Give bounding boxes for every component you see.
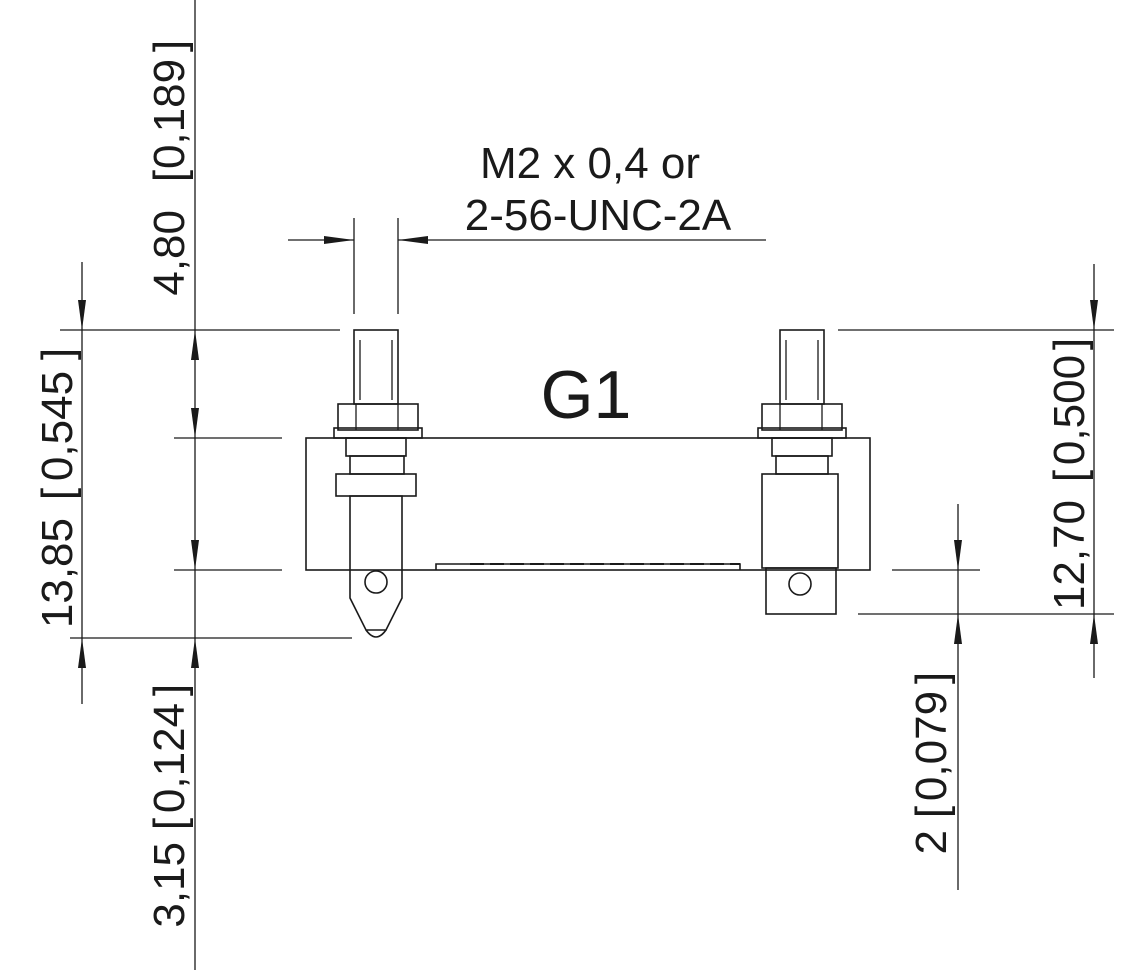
stud-height-bracket-left: [ [145,170,194,182]
pin-tip-bracket-right: ] [145,684,194,696]
right-height-inch: 0,500 [1045,355,1094,465]
thread-dimension [288,218,766,314]
housing-block [305,437,871,571]
thread-spec-line1: M2 x 0,4 or [480,139,700,188]
total-height-bracket-left: [ [33,488,82,500]
thread-spec-line2: 2-56-UNC-2A [465,191,732,240]
total-height-bracket-right: ] [33,348,82,360]
right-height-bracket-right: ] [1045,338,1094,350]
right-dimension-lines [838,264,1114,890]
right-offset-bracket-right: ] [907,672,956,684]
total-height-value: 13,85 [33,518,82,628]
right-offset-inch: 0,079 [907,691,956,801]
pin-tip-inch: 0,124 [145,703,194,813]
pin-tip-value: 3,15 [145,842,194,928]
pin-tip-bracket-left: [ [145,818,194,830]
right-offset-value: 2 [907,830,956,854]
total-height-inch: 0,545 [33,371,82,481]
right-stud [757,329,847,615]
left-dimension-lines [60,0,352,970]
stud-height-bracket-right: ] [145,40,194,52]
stud-height-value: 4,80 [145,210,194,296]
left-stud [333,329,423,638]
right-height-bracket-left: [ [1045,470,1094,482]
right-offset-bracket-left: [ [907,806,956,818]
right-height-value: 12,70 [1045,500,1094,610]
part-label: G1 [541,357,632,433]
stud-height-inch: 0,189 [145,59,194,169]
